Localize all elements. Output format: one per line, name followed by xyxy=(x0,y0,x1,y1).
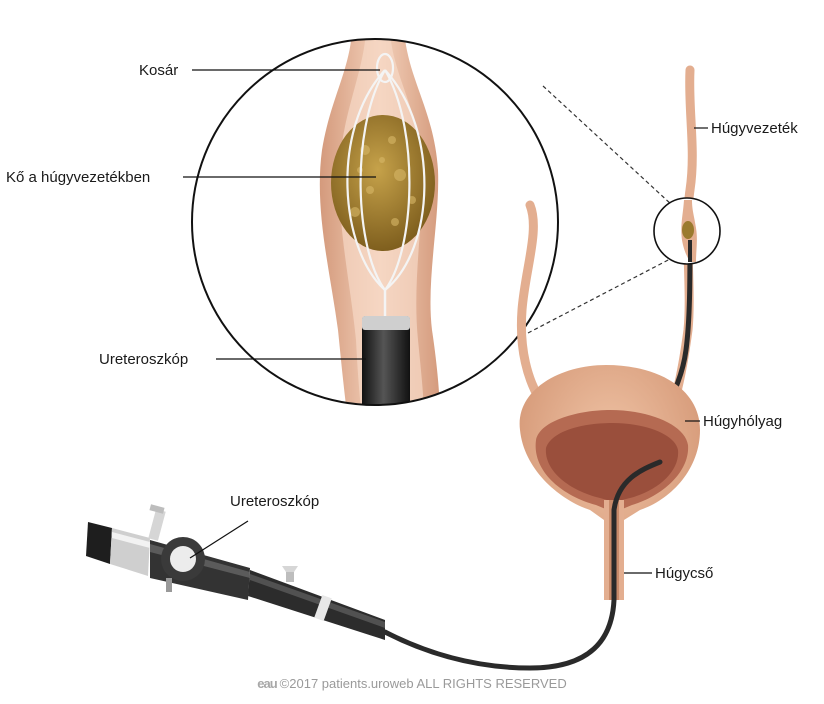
stone-location-circle xyxy=(654,198,720,264)
label-hugycso: Húgycső xyxy=(655,565,713,582)
copyright-text: ©2017 patients.uroweb ALL RIGHTS RESERVE… xyxy=(280,676,567,691)
zoom-connector-top xyxy=(543,86,672,205)
label-ureteroszkop-device: Ureteroszkóp xyxy=(230,493,319,510)
ureteroscope-tip-zoom xyxy=(362,316,410,426)
label-hugyvezetek: Húgyvezeték xyxy=(711,120,798,137)
leader-ureteroszkop-device xyxy=(190,521,248,558)
copyright-footer: eau ©2017 patients.uroweb ALL RIGHTS RESE… xyxy=(0,676,824,691)
eau-logo: eau xyxy=(257,676,276,691)
ureteroscope-device xyxy=(86,504,385,640)
label-ureteroszkop-zoom: Ureteroszkóp xyxy=(99,351,188,368)
label-kosar: Kosár xyxy=(139,62,178,79)
label-ko-a-hugyvezetekben: Kő a húgyvezetékben xyxy=(6,169,150,186)
label-hugyholyag: Húgyhólyag xyxy=(703,413,782,430)
zoom-inset xyxy=(192,30,558,426)
